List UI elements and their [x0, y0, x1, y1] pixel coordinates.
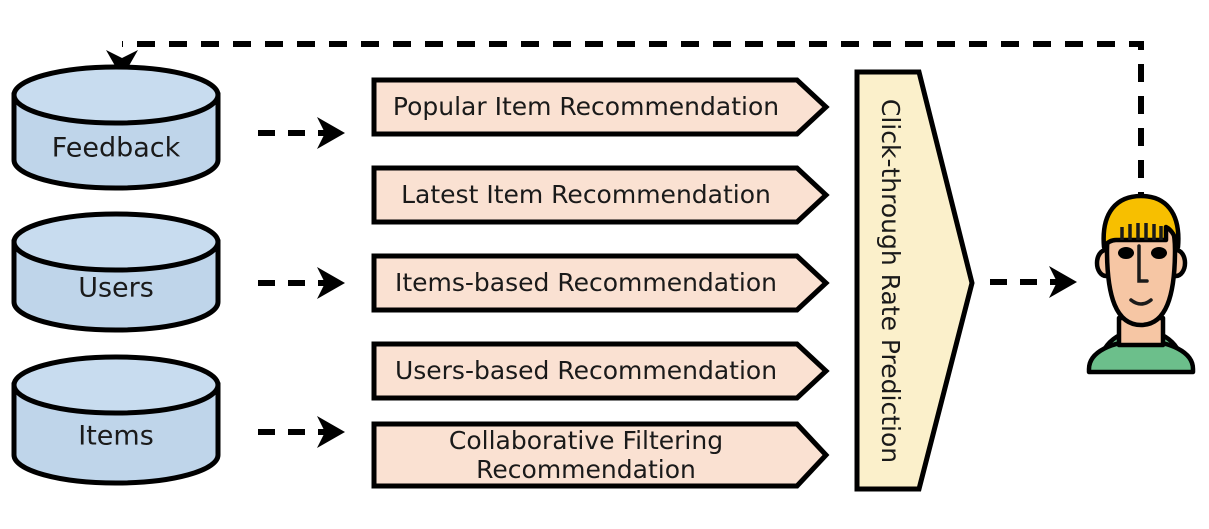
stage-popular-label: Popular Item Recommendation: [393, 92, 779, 121]
connection-users-to-stages: [258, 267, 345, 299]
ranker-ctr-prediction[interactable]: Click-through Rate Prediction: [854, 69, 975, 492]
stage-users-based[interactable]: Users-based Recommendation: [371, 341, 830, 401]
stage-items-based-label: Items-based Recommendation: [395, 268, 777, 297]
arrowhead-right-feedback: [317, 117, 345, 149]
stage-items-based[interactable]: Items-based Recommendation: [371, 253, 830, 313]
arrowhead-right-items: [317, 416, 345, 448]
hair-fringe: [1120, 223, 1163, 240]
stage-users-based-label: Users-based Recommendation: [395, 356, 777, 385]
arrowhead-right-users: [317, 267, 345, 299]
arrowhead-right-user: [1049, 266, 1077, 298]
nose: [1137, 244, 1149, 283]
connection-feedback-to-stages: [258, 117, 345, 149]
connection-items-to-stages: [258, 416, 345, 448]
datastore-users-label: Users: [78, 273, 154, 304]
datastore-items[interactable]: Items: [11, 354, 221, 486]
mouth: [1129, 298, 1153, 306]
ranker-ctr-prediction-label: Click-through Rate Prediction: [876, 99, 905, 463]
eye-right: [1151, 247, 1167, 259]
connection-user-to-feedback: [106, 41, 1144, 210]
datastore-feedback[interactable]: Feedback: [11, 64, 221, 191]
eye-left: [1118, 247, 1134, 259]
connection-ctr-to-user: [990, 266, 1077, 298]
stage-collaborative-label-line1: Collaborative Filtering: [449, 426, 723, 455]
datastore-items-label: Items: [78, 421, 154, 452]
datastore-users[interactable]: Users: [11, 211, 221, 333]
stage-popular[interactable]: Popular Item Recommendation: [371, 77, 830, 137]
stage-collaborative-label-line2: Recommendation: [476, 455, 696, 484]
actor-end-user[interactable]: [1086, 193, 1196, 375]
stage-latest-label: Latest Item Recommendation: [401, 180, 771, 209]
stage-collaborative[interactable]: Collaborative Filtering Recommendation: [371, 421, 830, 489]
stage-latest[interactable]: Latest Item Recommendation: [371, 165, 830, 225]
datastore-feedback-label: Feedback: [52, 133, 181, 164]
arrowhead-down-feedback: [106, 50, 138, 78]
